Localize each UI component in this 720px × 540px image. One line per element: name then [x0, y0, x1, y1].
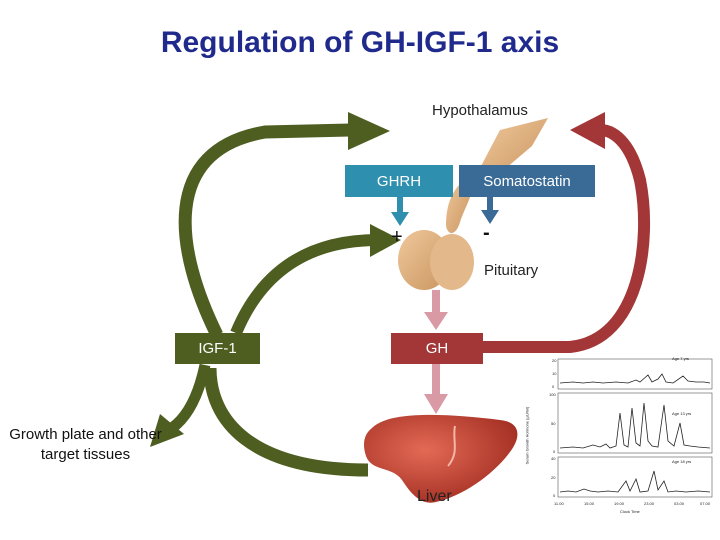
- inset-tick-p2-bottom: 0: [553, 449, 556, 454]
- inset-age-label-2: Age 13 yrs: [672, 411, 692, 416]
- inset-x-axis-label: Clock Time: [620, 509, 640, 514]
- somatostatin-arrowhead: [481, 210, 499, 224]
- somatostatin-arrow-shaft: [487, 196, 493, 212]
- gh-to-hypothalamus-arrowhead: [570, 112, 605, 149]
- gh-to-hypothalamus-arrow: [483, 124, 650, 353]
- inset-x-tick-6: 07.00: [700, 501, 711, 506]
- inset-tick-p3-mid: 20: [551, 475, 556, 480]
- igf1-to-pituitary-arrow: [230, 234, 379, 336]
- gh-secretion-inset: Age 7 yrs Age 13 yrs Age 18 yrs 20 10 0 …: [524, 353, 714, 529]
- inset-tick-p1-top: 20: [552, 358, 557, 363]
- pituitary-gland-posterior: [430, 234, 474, 290]
- inset-x-tick-3: 19.00: [614, 501, 625, 506]
- pituitary-to-gh-arrowhead: [424, 312, 448, 330]
- inset-y-axis-label: Serum Growth Hormone (µU/ml): [524, 406, 530, 465]
- stimulation-sign: +: [391, 226, 403, 248]
- somatostatin-box: Somatostatin: [459, 165, 595, 197]
- inset-trace-age13: [559, 402, 711, 449]
- gh-to-liver-shaft: [432, 364, 440, 396]
- inset-x-tick-1: 11.00: [554, 501, 564, 506]
- ghrh-arrow-shaft: [397, 196, 403, 214]
- inset-x-tick-4: 23.00: [644, 501, 655, 506]
- gh-box: GH: [391, 333, 483, 364]
- growth-plate-label: Growth plate and other target tissues: [9, 426, 162, 463]
- liver-to-igf1-arrow: [203, 367, 369, 477]
- inset-tick-p3-bottom: 0: [553, 493, 556, 498]
- inset-tick-p1-mid: 10: [552, 371, 557, 376]
- inset-tick-p3-top: 40: [551, 456, 556, 461]
- diagram-title: Regulation of GH-IGF-1 axis: [160, 26, 560, 59]
- inset-panel-2-frame: [557, 392, 713, 454]
- inset-tick-p1-bottom: 0: [552, 384, 555, 389]
- igf1-to-growth-plate-arrow: [168, 363, 211, 433]
- igf1-box: IGF-1: [175, 333, 260, 364]
- gh-secretion-traces: [557, 358, 713, 498]
- gh-to-liver-arrowhead: [424, 394, 448, 414]
- igf1-to-hypothalamus-arrow: [178, 123, 351, 338]
- hypothalamus-shape: [480, 118, 548, 180]
- inset-panel-1-frame: [557, 358, 713, 390]
- igf1-to-growth-plate-arrowhead: [150, 414, 184, 447]
- inset-tick-p2-mid: 50: [551, 421, 556, 426]
- inset-x-tick-5: 03.00: [674, 501, 685, 506]
- inset-x-tick-2: 15.00: [584, 501, 595, 506]
- igf1-to-pituitary-arrowhead: [370, 224, 401, 257]
- pituitary-label: Pituitary: [484, 262, 539, 279]
- liver-fissure: [447, 425, 456, 467]
- igf1-to-hypothalamus-arrowhead: [348, 112, 390, 150]
- liver-shape: [364, 414, 518, 503]
- ghrh-arrowhead: [391, 212, 409, 226]
- inhibition-sign: -: [483, 222, 490, 244]
- inset-panel-3-frame: [557, 456, 713, 498]
- inset-tick-p2-top: 100: [549, 392, 556, 397]
- inset-age-label-3: Age 18 yrs: [672, 459, 692, 464]
- inset-age-label-1: Age 7 yrs: [672, 356, 689, 361]
- inset-trace-age18: [559, 470, 711, 493]
- pituitary-to-gh-shaft: [432, 290, 440, 314]
- liver-label: Liver: [417, 488, 452, 505]
- hypothalamus-label: Hypothalamus: [432, 102, 528, 119]
- ghrh-box: GHRH: [345, 165, 453, 197]
- inset-trace-age7: [559, 373, 711, 384]
